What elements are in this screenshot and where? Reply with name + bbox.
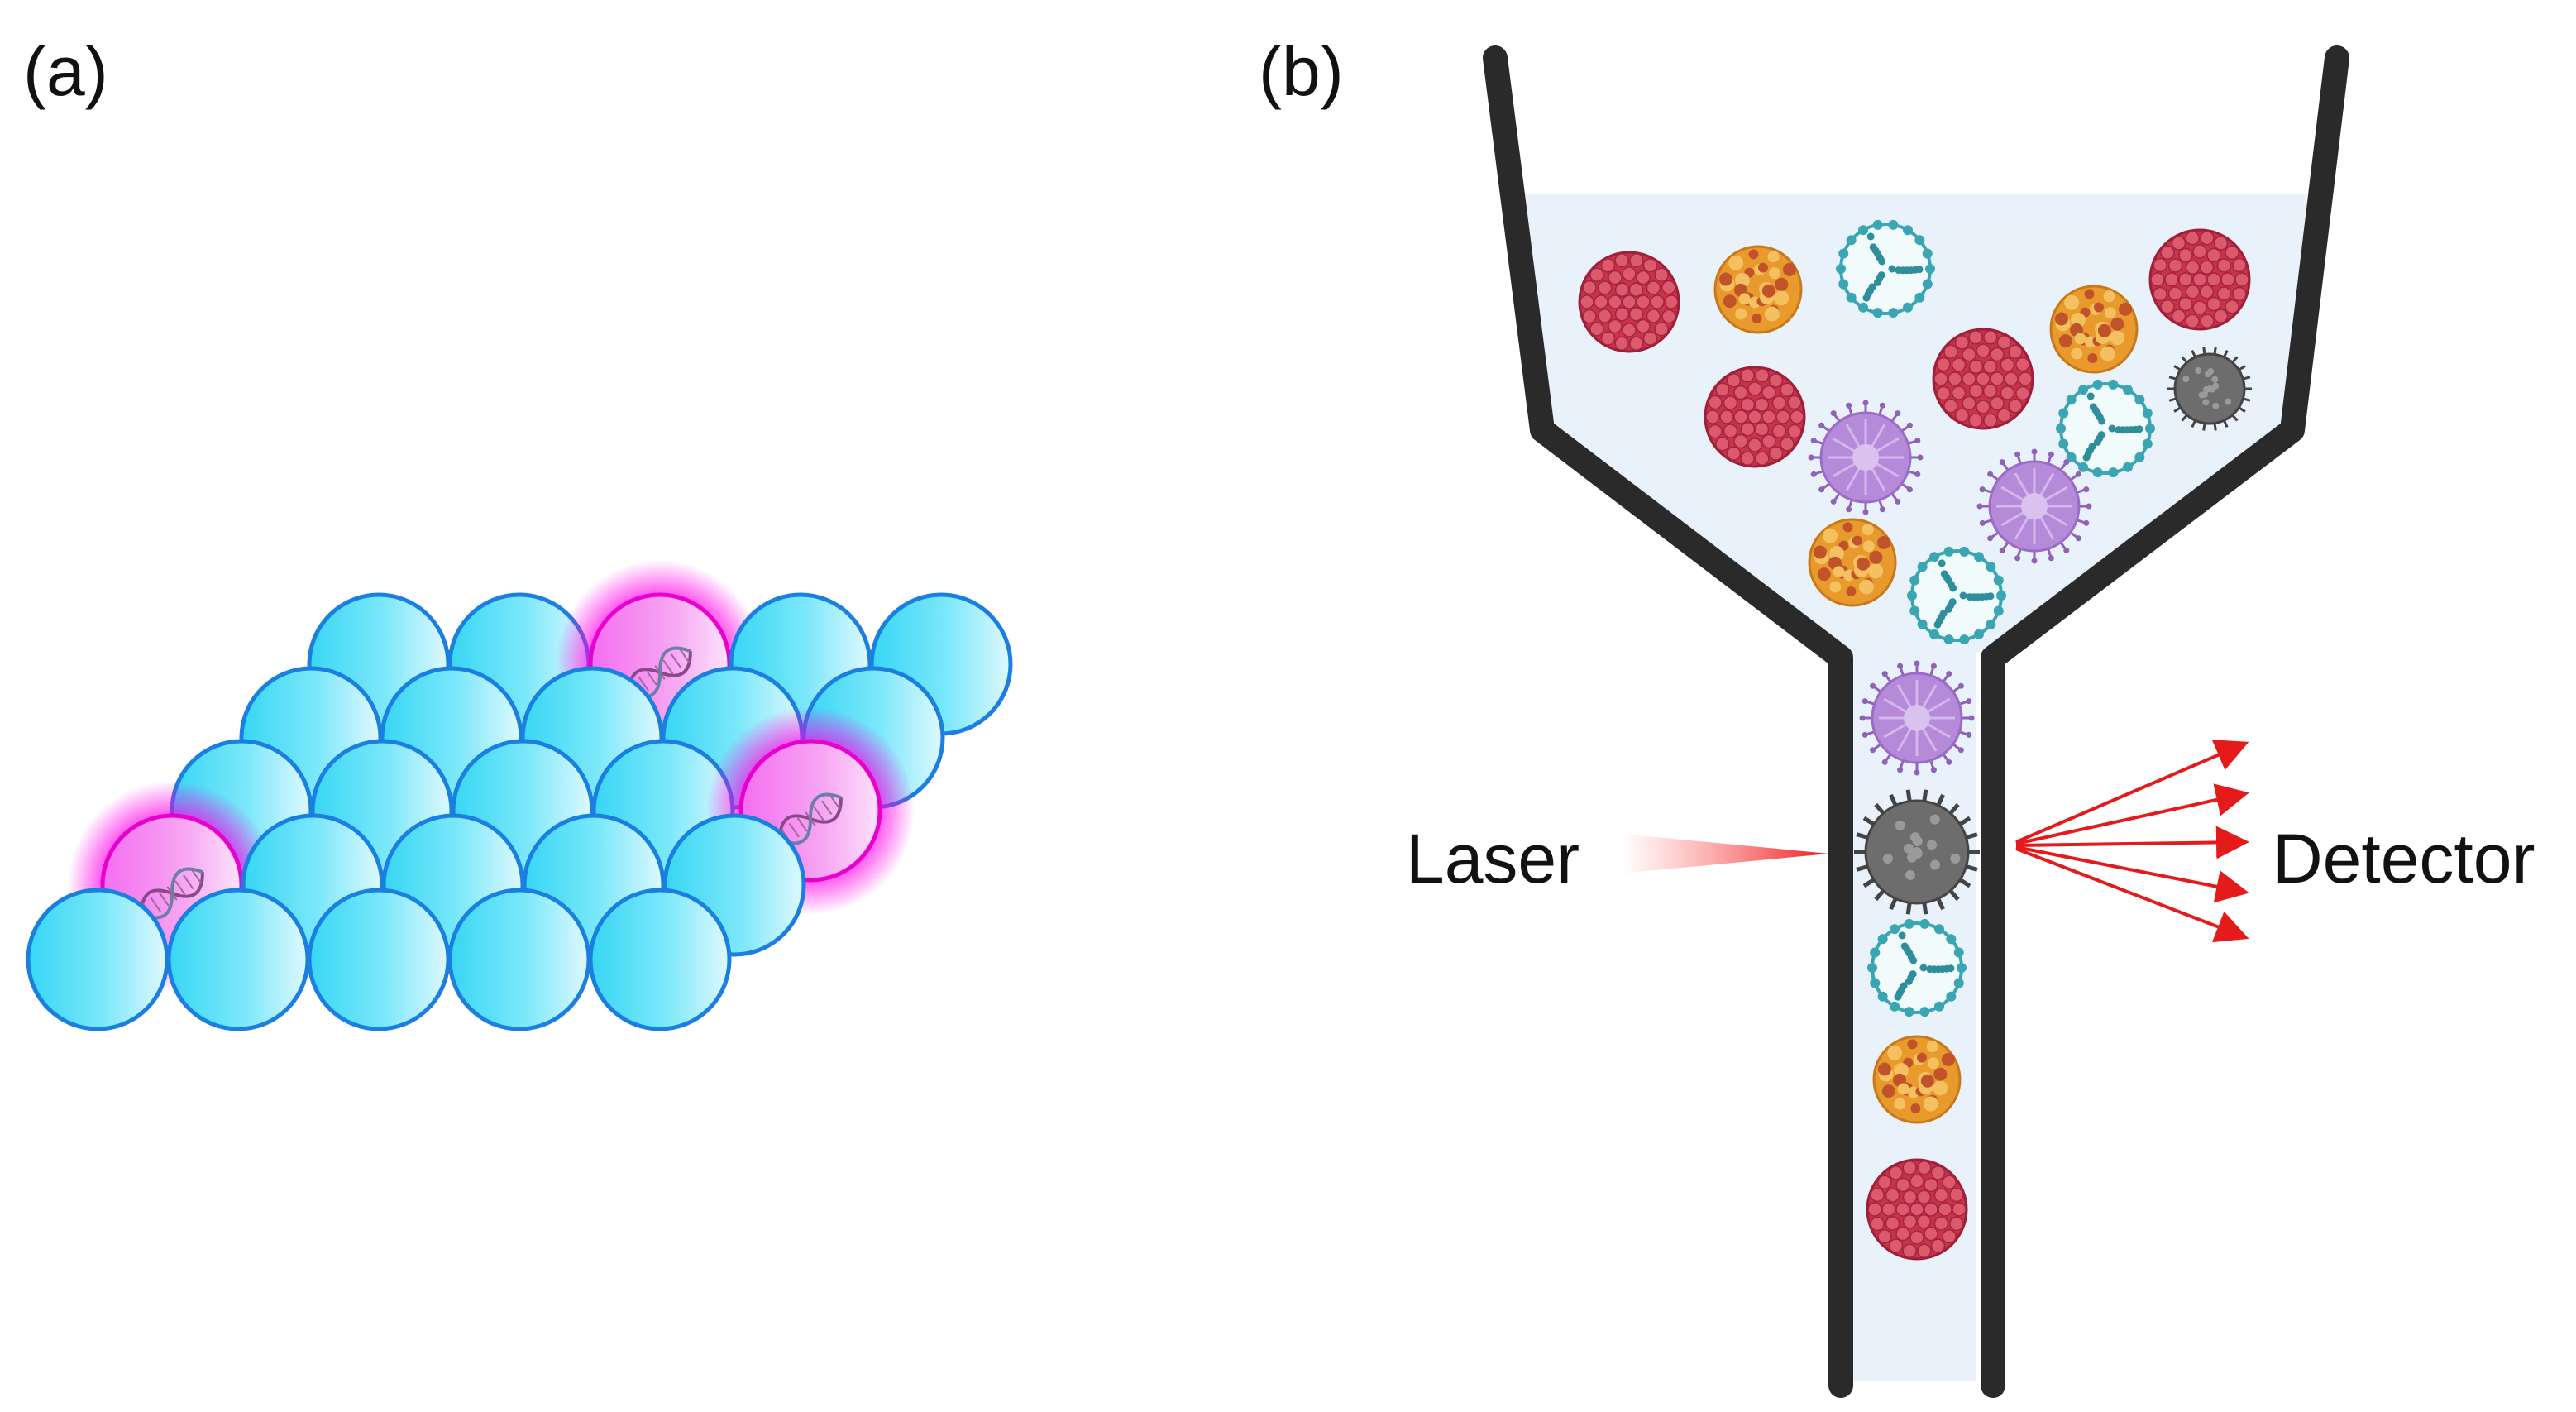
bead-array bbox=[26, 560, 1013, 1031]
bead bbox=[447, 888, 591, 1031]
funnel-left-wall bbox=[1483, 45, 1853, 1398]
red-virus-icon bbox=[2148, 228, 2251, 331]
dna-helix-icon bbox=[778, 792, 843, 845]
lilac-virus-icon bbox=[1976, 448, 2092, 564]
bead bbox=[307, 888, 451, 1031]
teal-virus-icon bbox=[1836, 219, 1935, 318]
orange-virus-icon bbox=[1808, 518, 1897, 607]
red-virus-icon bbox=[1866, 1158, 1968, 1261]
virus-particles bbox=[1578, 219, 2252, 1261]
teal-virus-icon bbox=[1907, 546, 2006, 645]
laser-beam bbox=[1621, 834, 1829, 874]
red-virus-icon bbox=[1578, 251, 1680, 353]
panel-label-a: (a) bbox=[23, 32, 108, 110]
orange-virus-icon bbox=[1872, 1035, 1962, 1124]
teal-virus-icon bbox=[2056, 379, 2155, 478]
gray-virus-icon bbox=[2167, 347, 2252, 431]
red-virus-icon bbox=[1704, 366, 1806, 468]
dna-helix-icon bbox=[140, 867, 204, 920]
scattered-light-rays bbox=[2015, 740, 2249, 943]
orange-virus-icon bbox=[1713, 245, 1803, 334]
gray-virus-icon bbox=[1854, 789, 1980, 915]
bead bbox=[26, 888, 170, 1031]
orange-virus-icon bbox=[2049, 285, 2139, 374]
funnel-liquid bbox=[1526, 194, 2307, 1381]
lilac-virus-icon bbox=[1859, 660, 1975, 776]
bead bbox=[166, 888, 310, 1031]
detector-label: Detector bbox=[2273, 820, 2535, 897]
lilac-virus-icon bbox=[1808, 400, 1924, 515]
laser-label: Laser bbox=[1406, 820, 1580, 897]
funnel-right-wall bbox=[1981, 45, 2349, 1398]
funnel-flow-cell bbox=[1483, 45, 2349, 1398]
panel-label-b: (b) bbox=[1259, 32, 1344, 110]
bead bbox=[588, 888, 732, 1031]
red-virus-icon bbox=[1932, 328, 2034, 430]
teal-virus-icon bbox=[1867, 918, 1967, 1017]
